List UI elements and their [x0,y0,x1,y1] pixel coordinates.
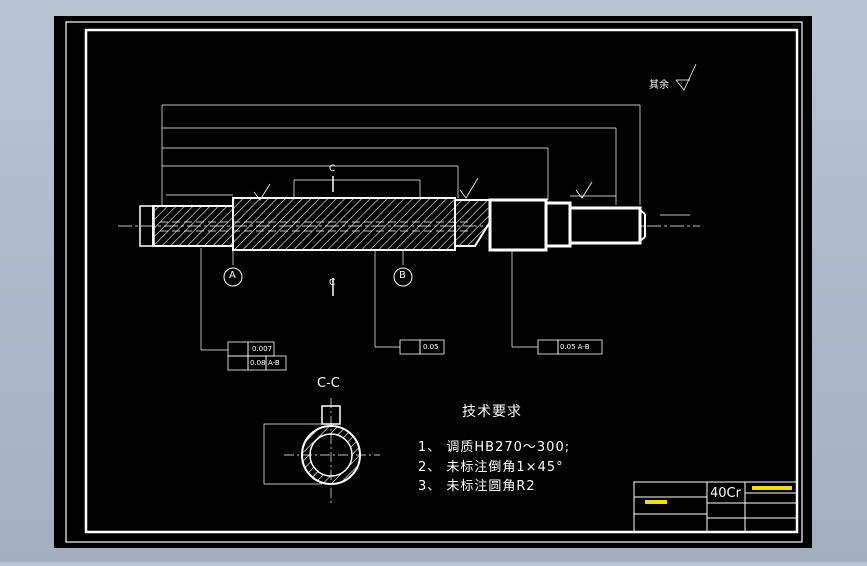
tech-requirement-1: 1、 调质HB270～300; [418,440,571,455]
title-block-highlight-2 [645,500,667,504]
datum-b-circle [393,267,413,287]
inner-frame [84,28,799,534]
tolerance-value-2: 0.08 [250,359,266,367]
datum-b-label: B [399,270,406,281]
material-label: 40Cr [710,486,741,501]
shaft-body [139,197,646,252]
tech-requirement-2: 2、 未标注倒角1×45° [418,460,564,475]
section-view-cc [263,398,380,506]
tolerance-value-4: 0.05 A-B [560,343,590,351]
roughness-symbols [253,63,697,201]
roughness-other-label: 其余 [649,80,669,91]
tolerance-datum-1: A-B [268,359,280,367]
tolerance-frames [227,339,603,371]
title-block-highlight [752,486,792,490]
section-label: C-C [317,376,340,391]
outer-border [65,21,803,543]
tech-requirement-3: 3、 未标注圆角R2 [418,479,536,494]
datum-a-label: A [229,270,236,281]
tech-requirements-title: 技术要求 [462,404,522,420]
dimension-lines [161,104,690,351]
tolerance-value-1: 0.007 [252,345,273,353]
datum-a-circle [223,267,243,287]
section-mark-top: C [329,164,336,174]
tolerance-value-3: 0.05 [423,343,439,351]
section-mark-bottom: C [329,278,336,288]
title-block [633,481,798,533]
